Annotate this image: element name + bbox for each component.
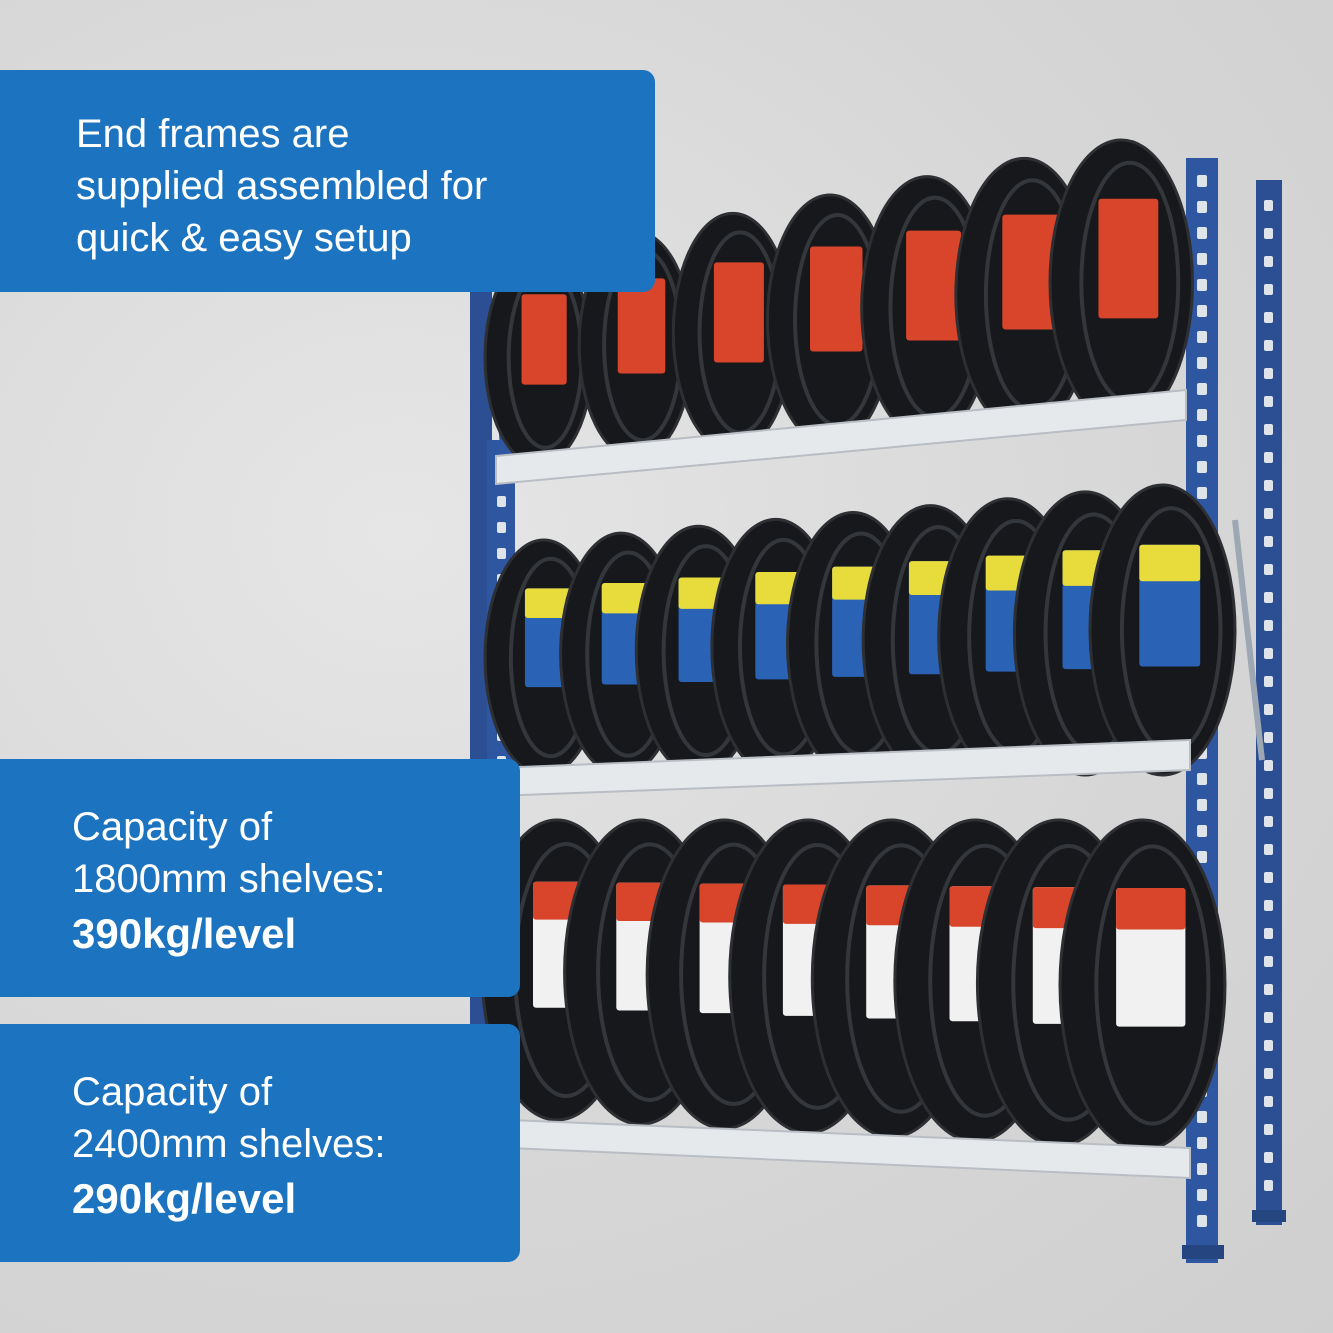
upright-slot — [1264, 312, 1273, 323]
upright-slot — [1264, 592, 1273, 603]
upright-slot — [1197, 175, 1207, 187]
upright-slot — [1197, 305, 1207, 317]
upright-slot — [1264, 368, 1273, 379]
tyre-label-band — [524, 588, 575, 619]
upright-slot — [497, 496, 506, 507]
feature-line: Capacity of — [72, 1070, 273, 1114]
upright-slot — [497, 522, 506, 533]
upright-slot — [1197, 409, 1207, 421]
capacity-value: 290kg/level — [72, 1175, 297, 1222]
upright-slot — [1264, 536, 1273, 547]
upright-slot — [1264, 984, 1273, 995]
upright-slot — [1264, 1152, 1273, 1163]
tyre-label — [1002, 214, 1060, 330]
upright-slot — [1197, 487, 1207, 499]
upright-slot — [1264, 200, 1273, 211]
tyre-label — [1098, 198, 1159, 319]
upright-slot — [1197, 1163, 1207, 1175]
upright-slot — [1264, 704, 1273, 715]
upright-slot — [1197, 461, 1207, 473]
feature-panel-1800mm-capacity: Capacity of 1800mm shelves: 390kg/level — [0, 759, 520, 997]
upright-slot — [1264, 508, 1273, 519]
upright-slot — [1264, 340, 1273, 351]
upright-slot — [1264, 872, 1273, 883]
feature-line: quick & easy setup — [76, 216, 412, 260]
upright-slot — [1197, 773, 1207, 785]
upright-slot — [1264, 788, 1273, 799]
feature-line: 2400mm shelves: — [72, 1122, 386, 1166]
upright-slot — [1264, 396, 1273, 407]
upright-slot — [1264, 480, 1273, 491]
tyres-bottom-shelf — [480, 818, 1227, 1152]
upright-slot — [1264, 648, 1273, 659]
feature-line: Capacity of — [72, 805, 273, 849]
tyre-label — [713, 262, 764, 363]
feature-panel-assembly: End frames are supplied assembled for qu… — [0, 70, 655, 292]
upright-slot — [1264, 1124, 1273, 1135]
upright-slot — [1264, 1180, 1273, 1191]
upright-slot — [1264, 452, 1273, 463]
upright-slot — [1264, 732, 1273, 743]
capacity-value: 390kg/level — [72, 910, 297, 957]
tyre-tread — [1094, 844, 1211, 1126]
upright-slot — [1197, 799, 1207, 811]
upright-slot — [1197, 253, 1207, 265]
upright-slot — [1264, 1096, 1273, 1107]
upright-slot — [1264, 956, 1273, 967]
upright-slot — [1197, 1137, 1207, 1149]
upright-slot — [1264, 676, 1273, 687]
upright-slot — [1197, 825, 1207, 837]
tyre-label — [906, 230, 962, 341]
feature-line: supplied assembled for — [76, 164, 488, 208]
upright-slot — [1264, 844, 1273, 855]
foot-rear — [1252, 1210, 1286, 1222]
feature-line: End frames are — [76, 112, 350, 156]
upright-slot — [1264, 424, 1273, 435]
feature-line: 1800mm shelves: — [72, 857, 386, 901]
upright-slot — [1197, 383, 1207, 395]
upright-slot — [1264, 900, 1273, 911]
feature-panel-2400mm-capacity: Capacity of 2400mm shelves: 290kg/level — [0, 1024, 520, 1262]
upright-slot — [1264, 256, 1273, 267]
upright-slot — [1197, 1111, 1207, 1123]
upright-slot — [1264, 564, 1273, 575]
upright-slot — [1197, 201, 1207, 213]
upright-slot — [1264, 228, 1273, 239]
upright-slot — [1264, 284, 1273, 295]
tyre-label-band — [1139, 544, 1201, 582]
top-beam — [495, 388, 1187, 486]
upright-slot — [1264, 1040, 1273, 1051]
upright-slot — [1197, 357, 1207, 369]
upright-slot — [1264, 620, 1273, 631]
upright-slot — [1264, 928, 1273, 939]
upright-slot — [497, 548, 506, 559]
tyre-label — [521, 294, 567, 385]
tyres-middle-shelf — [483, 483, 1237, 777]
upright-slot — [1197, 1215, 1207, 1227]
upright-slot — [1264, 816, 1273, 827]
upright-slot — [1264, 1068, 1273, 1079]
upright-slot — [1197, 331, 1207, 343]
upright-slot — [1197, 1189, 1207, 1201]
tyre-label — [617, 278, 666, 374]
upright-slot — [1197, 279, 1207, 291]
tyre-label — [810, 246, 863, 352]
upright-slot — [1197, 851, 1207, 863]
upright-slot — [1264, 760, 1273, 771]
right-brace — [1232, 519, 1265, 761]
foot-right — [1182, 1245, 1224, 1259]
upright-slot — [1264, 1012, 1273, 1023]
tyre-label-band — [1116, 887, 1186, 930]
upright-slot — [1197, 227, 1207, 239]
upright-slot — [1197, 435, 1207, 447]
